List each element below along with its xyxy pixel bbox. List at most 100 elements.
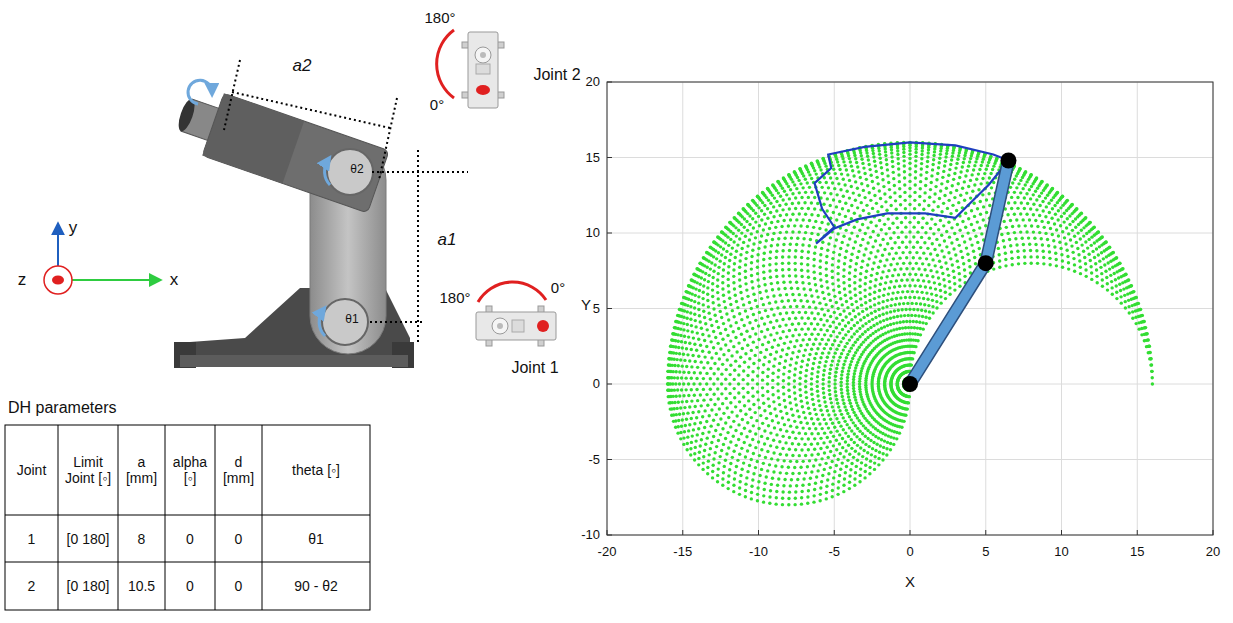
workspace-dots-part bbox=[903, 170, 906, 173]
workspace-dots-part bbox=[1058, 241, 1061, 244]
workspace-dots-part bbox=[1027, 236, 1030, 239]
servo-joint-1-part bbox=[478, 282, 546, 302]
workspace-dots-part bbox=[1057, 234, 1060, 237]
workspace-dots-part bbox=[883, 264, 886, 267]
workspace-dots-part bbox=[1093, 256, 1096, 259]
workspace-dots-part bbox=[848, 350, 851, 353]
workspace-dots-part bbox=[903, 183, 906, 186]
workspace-dots-part bbox=[1108, 267, 1111, 270]
workspace-dots-part bbox=[940, 266, 943, 269]
workspace-dots-part bbox=[1106, 282, 1109, 285]
workspace-dots-part bbox=[961, 187, 964, 190]
workspace-dots-part bbox=[950, 158, 953, 161]
workspace-dots-part bbox=[911, 278, 914, 281]
workspace-dots-part bbox=[813, 277, 816, 280]
workspace-dots-part bbox=[853, 332, 856, 335]
workspace-dots-part bbox=[923, 191, 926, 194]
workspace-dots-part bbox=[831, 270, 834, 273]
workspace-dots-part bbox=[934, 185, 937, 188]
workspace-dots-part bbox=[866, 314, 869, 317]
workspace-dots-part bbox=[836, 272, 839, 275]
workspace-dots-part bbox=[803, 322, 806, 325]
workspace-dots-part bbox=[1070, 203, 1073, 206]
workspace-dots-part bbox=[897, 162, 900, 165]
workspace-dots-part bbox=[908, 203, 911, 206]
workspace-dots-part bbox=[898, 302, 901, 305]
workspace-dots-part bbox=[789, 280, 792, 283]
workspace-dots-part bbox=[799, 224, 802, 227]
robot-arm-part-part bbox=[202, 93, 389, 213]
workspace-dots-part bbox=[1074, 226, 1077, 229]
workspace-dots-part bbox=[892, 316, 895, 319]
workspace-dots-part bbox=[800, 316, 803, 319]
dimension-lines-part bbox=[417, 150, 419, 345]
workspace-dots-part bbox=[904, 207, 907, 210]
workspace-dots-part bbox=[933, 150, 936, 153]
workspace-dots-part bbox=[1030, 173, 1033, 176]
workspace-dots-part bbox=[914, 273, 917, 276]
workspace-dots-part bbox=[1038, 204, 1041, 207]
workspace-dots-part bbox=[841, 241, 844, 244]
workspace-dots-part bbox=[814, 338, 817, 341]
workspace-dots-part bbox=[868, 191, 871, 194]
workspace-dots-part bbox=[1056, 191, 1059, 194]
workspace-dots-part bbox=[916, 279, 919, 282]
workspace-dots-part bbox=[850, 318, 853, 321]
workspace-dots-part bbox=[1055, 191, 1058, 194]
workspace-dots-part bbox=[827, 309, 830, 312]
workspace-dots-part bbox=[835, 193, 838, 196]
workspace-dots-part bbox=[1048, 263, 1051, 266]
workspace-dots-part bbox=[859, 291, 862, 294]
workspace-dots-part bbox=[912, 246, 915, 249]
servo-joint-2-part bbox=[475, 47, 491, 63]
workspace-dots-part bbox=[866, 241, 869, 244]
workspace-dots-part bbox=[964, 174, 967, 177]
workspace-dots-part bbox=[958, 176, 961, 179]
workspace-dots-part bbox=[842, 178, 845, 181]
workspace-dots-part bbox=[911, 290, 914, 293]
workspace-dots-part bbox=[1071, 229, 1074, 232]
workspace-dots-part bbox=[913, 207, 916, 210]
workspace-dots-part bbox=[940, 234, 943, 237]
workspace-dots-part bbox=[825, 342, 828, 345]
workspace-dots-part bbox=[859, 318, 862, 321]
workspace-dots-part bbox=[807, 327, 810, 330]
workspace-dots-part bbox=[842, 309, 845, 312]
workspace-dots-part bbox=[800, 250, 803, 253]
workspace-dots-part bbox=[913, 284, 916, 287]
servo-joint-1-part bbox=[512, 320, 524, 332]
workspace-dots-part bbox=[981, 177, 984, 180]
workspace-dots-part bbox=[1056, 218, 1059, 221]
servo-joint-2-part bbox=[476, 64, 490, 74]
workspace-dots-part bbox=[817, 214, 820, 217]
workspace-dots-part bbox=[809, 238, 812, 241]
workspace-dots-part bbox=[1143, 326, 1146, 329]
workspace-dots-part bbox=[969, 237, 972, 240]
workspace-dots-part bbox=[1106, 288, 1109, 291]
workspace-dots-part bbox=[883, 223, 886, 226]
workspace-dots-part bbox=[1092, 226, 1095, 229]
workspace-dots-part bbox=[1075, 208, 1078, 211]
workspace-dots-part bbox=[1110, 286, 1113, 289]
workspace-dots-part bbox=[1016, 196, 1019, 199]
workspace-dots-part bbox=[853, 212, 856, 215]
workspace-dots-part bbox=[976, 220, 979, 223]
workspace-dots-part bbox=[871, 180, 874, 183]
workspace-dots-part bbox=[883, 248, 886, 251]
workspace-dots-part bbox=[915, 251, 918, 254]
workspace-dots-part bbox=[838, 213, 841, 216]
workspace-dots-part bbox=[887, 181, 890, 184]
workspace-dots-part bbox=[913, 296, 916, 299]
workspace-dots-part bbox=[846, 306, 849, 309]
workspace-dots-part bbox=[913, 216, 916, 219]
workspace-dots-part bbox=[922, 251, 925, 254]
workspace-dots-part bbox=[808, 244, 811, 247]
workspace-dots-part bbox=[926, 247, 929, 250]
axis-icon bbox=[44, 224, 160, 294]
workspace-dots-part bbox=[963, 268, 966, 271]
workspace-dots-part bbox=[925, 322, 928, 325]
workspace-dots-part bbox=[1044, 215, 1047, 218]
workspace-dots-part bbox=[855, 330, 858, 333]
workspace-dots-part bbox=[825, 181, 828, 184]
workspace-dots-part bbox=[821, 241, 824, 244]
